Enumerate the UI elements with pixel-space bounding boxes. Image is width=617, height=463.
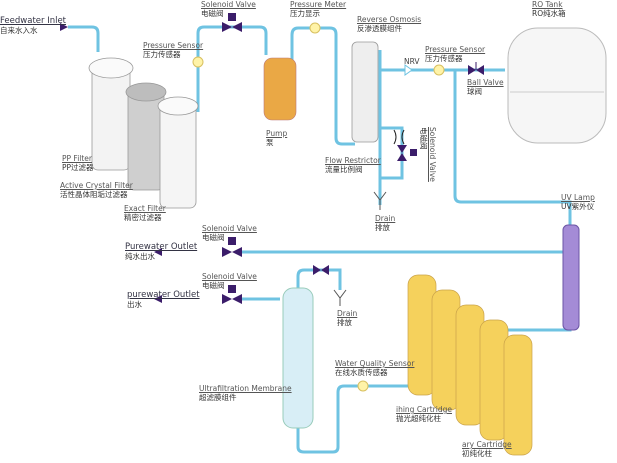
- cartridges: [407, 274, 533, 456]
- pressure-sensor-icon: [433, 64, 445, 76]
- inlet-arrow-icon: [60, 23, 68, 31]
- ro-membrane: [351, 41, 379, 143]
- sensors: [192, 22, 445, 392]
- pipe-bypass: [380, 126, 404, 180]
- solenoid-valve-icon: [222, 285, 242, 304]
- pipe-feed: [68, 25, 100, 52]
- uv-lamp: [562, 224, 580, 331]
- pipe-to-ro: [290, 26, 355, 146]
- drain-icon: [333, 289, 347, 306]
- water-quality-sensor-icon: [357, 380, 369, 392]
- outlet-arrow-icon: [154, 248, 162, 256]
- pipe-uf-in: [296, 384, 410, 454]
- pipe-to-uv: [453, 70, 572, 228]
- solenoid-valve-icon: [397, 145, 417, 161]
- pipe-to-pump: [196, 25, 268, 112]
- nrv-icon: [404, 64, 413, 76]
- drain-icon: [373, 191, 387, 210]
- prefilters: [88, 57, 199, 209]
- ro-tank: [507, 27, 607, 144]
- pump: [263, 57, 297, 121]
- valves: [222, 13, 484, 304]
- pressure-sensor-icon: [192, 56, 204, 68]
- ball-valve-icon: [468, 62, 484, 75]
- uf-membrane: [282, 287, 314, 429]
- solenoid-valve-icon: [222, 237, 242, 257]
- label-nrv: NRV: [404, 57, 420, 66]
- outlet-arrow-icon: [154, 295, 162, 303]
- solenoid-valve-icon: [222, 13, 242, 32]
- pipe-uf-drain: [296, 268, 342, 290]
- ball-valve-icon: [313, 265, 329, 275]
- flow-restrictor-icon: [393, 129, 405, 145]
- pressure-meter-icon: [309, 22, 321, 34]
